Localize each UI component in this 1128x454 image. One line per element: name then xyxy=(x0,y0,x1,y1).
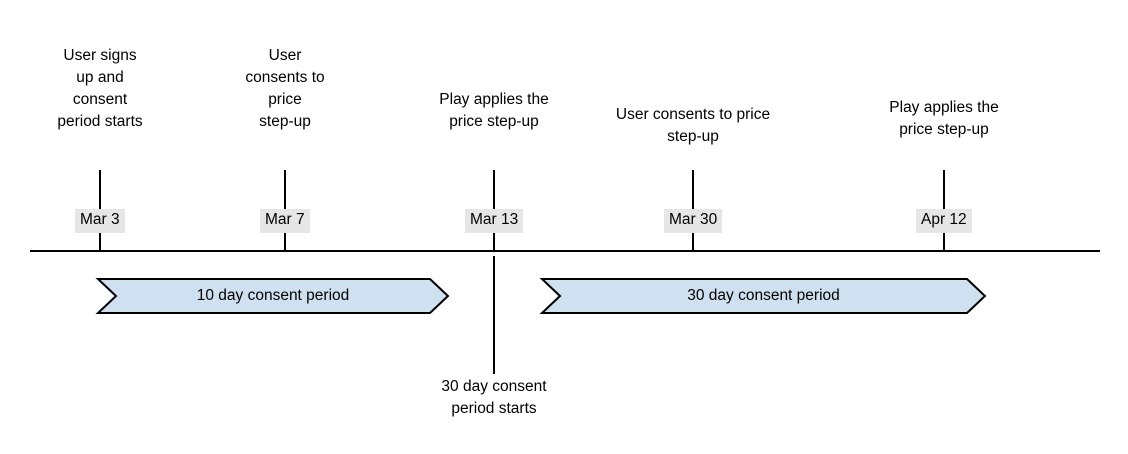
date-chip-mar-13: Mar 13 xyxy=(465,209,524,233)
event-label-mar-13: Play applies the price step-up xyxy=(439,91,549,130)
date-chip-mar-3: Mar 3 xyxy=(75,209,125,233)
event-label-apr-12: Play applies the price step-up xyxy=(889,99,999,138)
date-chip-mar-7: Mar 7 xyxy=(260,209,310,233)
event-label-mar-30: User consents to price step-up xyxy=(615,106,771,145)
band-30-day: 30 day consent period xyxy=(539,278,987,314)
date-chip-apr-12: Apr 12 xyxy=(916,209,972,233)
date-chip-mar-30: Mar 30 xyxy=(664,209,723,233)
timeline-axis xyxy=(30,250,1100,252)
event-label-mar-3: User signs up and consent period starts xyxy=(57,47,143,130)
band-shape xyxy=(539,278,987,314)
band-10-day: 10 day consent period xyxy=(95,278,450,314)
event-note-mar-13: 30 day consent period starts xyxy=(441,378,547,417)
band-shape xyxy=(95,278,450,314)
event-tick-below-mar-13 xyxy=(493,256,495,374)
event-label-mar-7: User consents to price step-up xyxy=(245,47,325,130)
